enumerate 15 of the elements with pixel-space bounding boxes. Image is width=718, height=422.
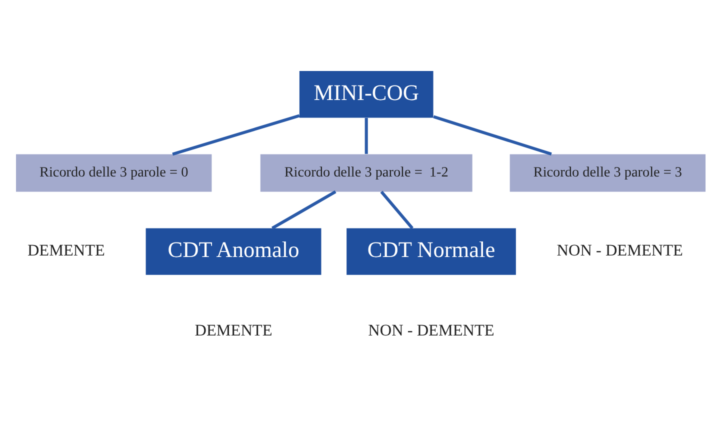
connector: [380, 190, 414, 229]
connector: [172, 114, 300, 156]
node-box: Ricordo delle 3 parole = 0: [16, 154, 212, 192]
connector: [433, 114, 552, 156]
node-box: CDT Normale: [346, 228, 516, 274]
node-box: MINI-COG: [299, 70, 434, 118]
connector: [364, 117, 368, 154]
node-box: Ricordo delle 3 parole = 3: [510, 154, 706, 192]
node-box: Ricordo delle 3 parole = 1-2: [260, 154, 472, 192]
node-label: NON - DEMENTE: [368, 321, 494, 340]
connector: [271, 190, 336, 230]
node-label: NON - DEMENTE: [556, 240, 683, 259]
node-label: DEMENTE: [194, 321, 272, 340]
node-label: DEMENTE: [27, 240, 105, 259]
node-box: CDT Anomalo: [146, 228, 322, 274]
